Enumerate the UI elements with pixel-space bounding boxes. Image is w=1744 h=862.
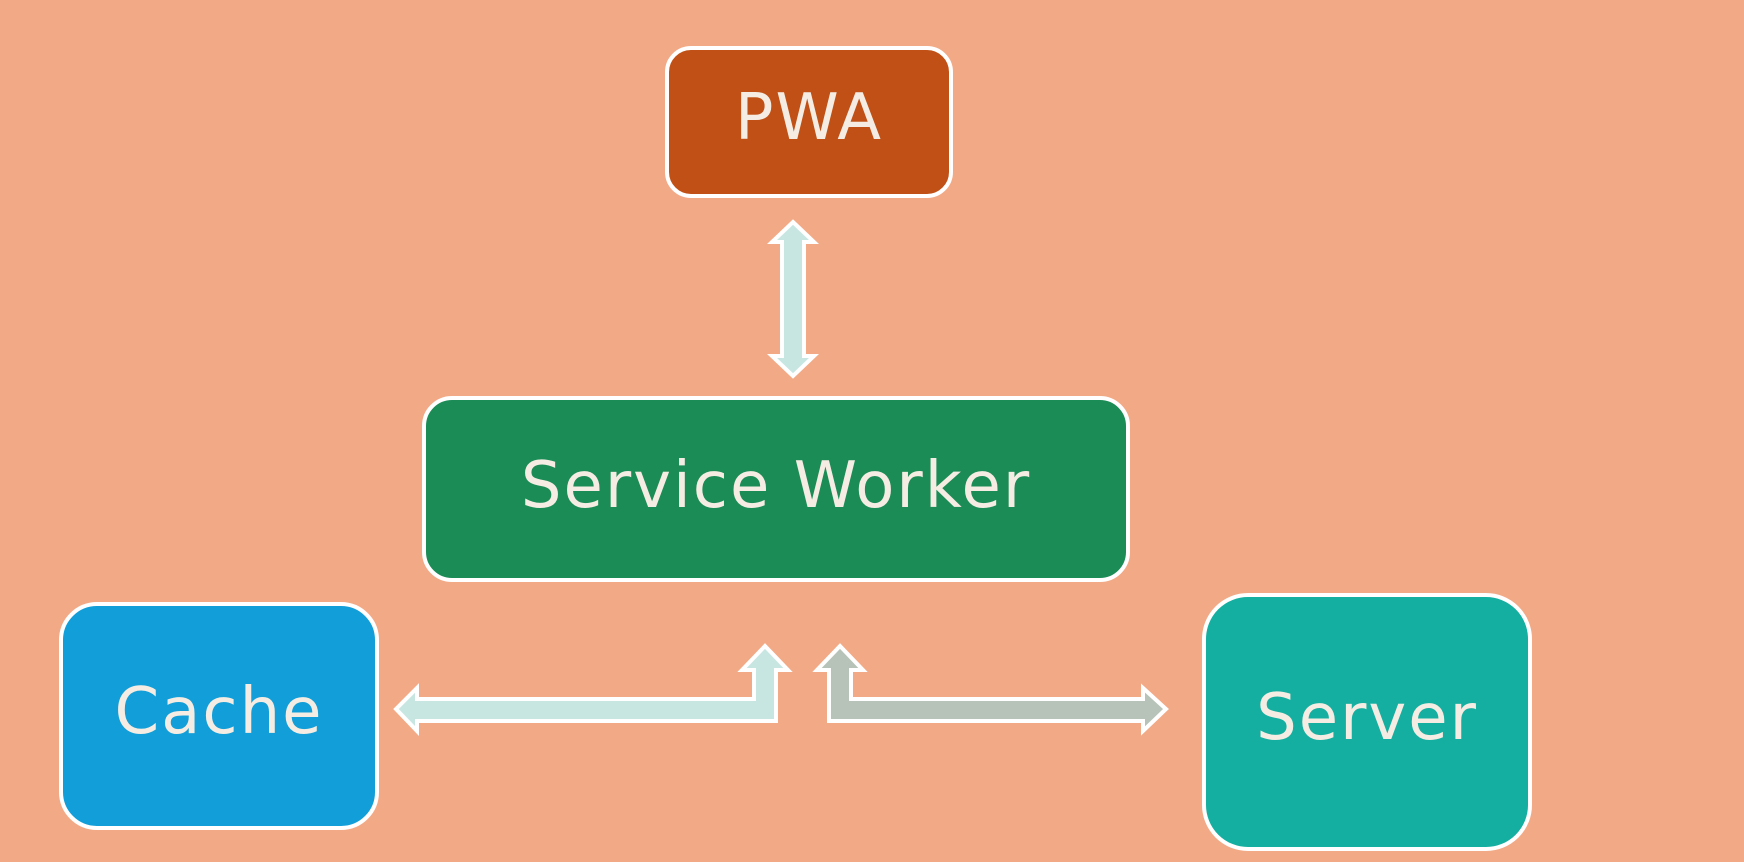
node-cache: Cache [59, 602, 379, 830]
node-pwa-label: PWA [735, 81, 883, 155]
node-service-worker: Service Worker [422, 396, 1130, 582]
node-server-label: Server [1256, 681, 1478, 755]
node-pwa: PWA [665, 46, 953, 198]
node-cache-label: Cache [114, 675, 323, 749]
node-cache-box [59, 602, 379, 830]
arrow-service-worker-server [812, 643, 1169, 736]
arrow-service-worker-cache [393, 643, 793, 736]
node-server-box [1202, 593, 1532, 851]
node-service-worker-box [422, 396, 1130, 582]
node-pwa-box [665, 46, 953, 198]
arrow-pwa-service-worker [767, 219, 819, 379]
node-service-worker-label: Service Worker [521, 449, 1031, 523]
node-server: Server [1202, 593, 1532, 851]
